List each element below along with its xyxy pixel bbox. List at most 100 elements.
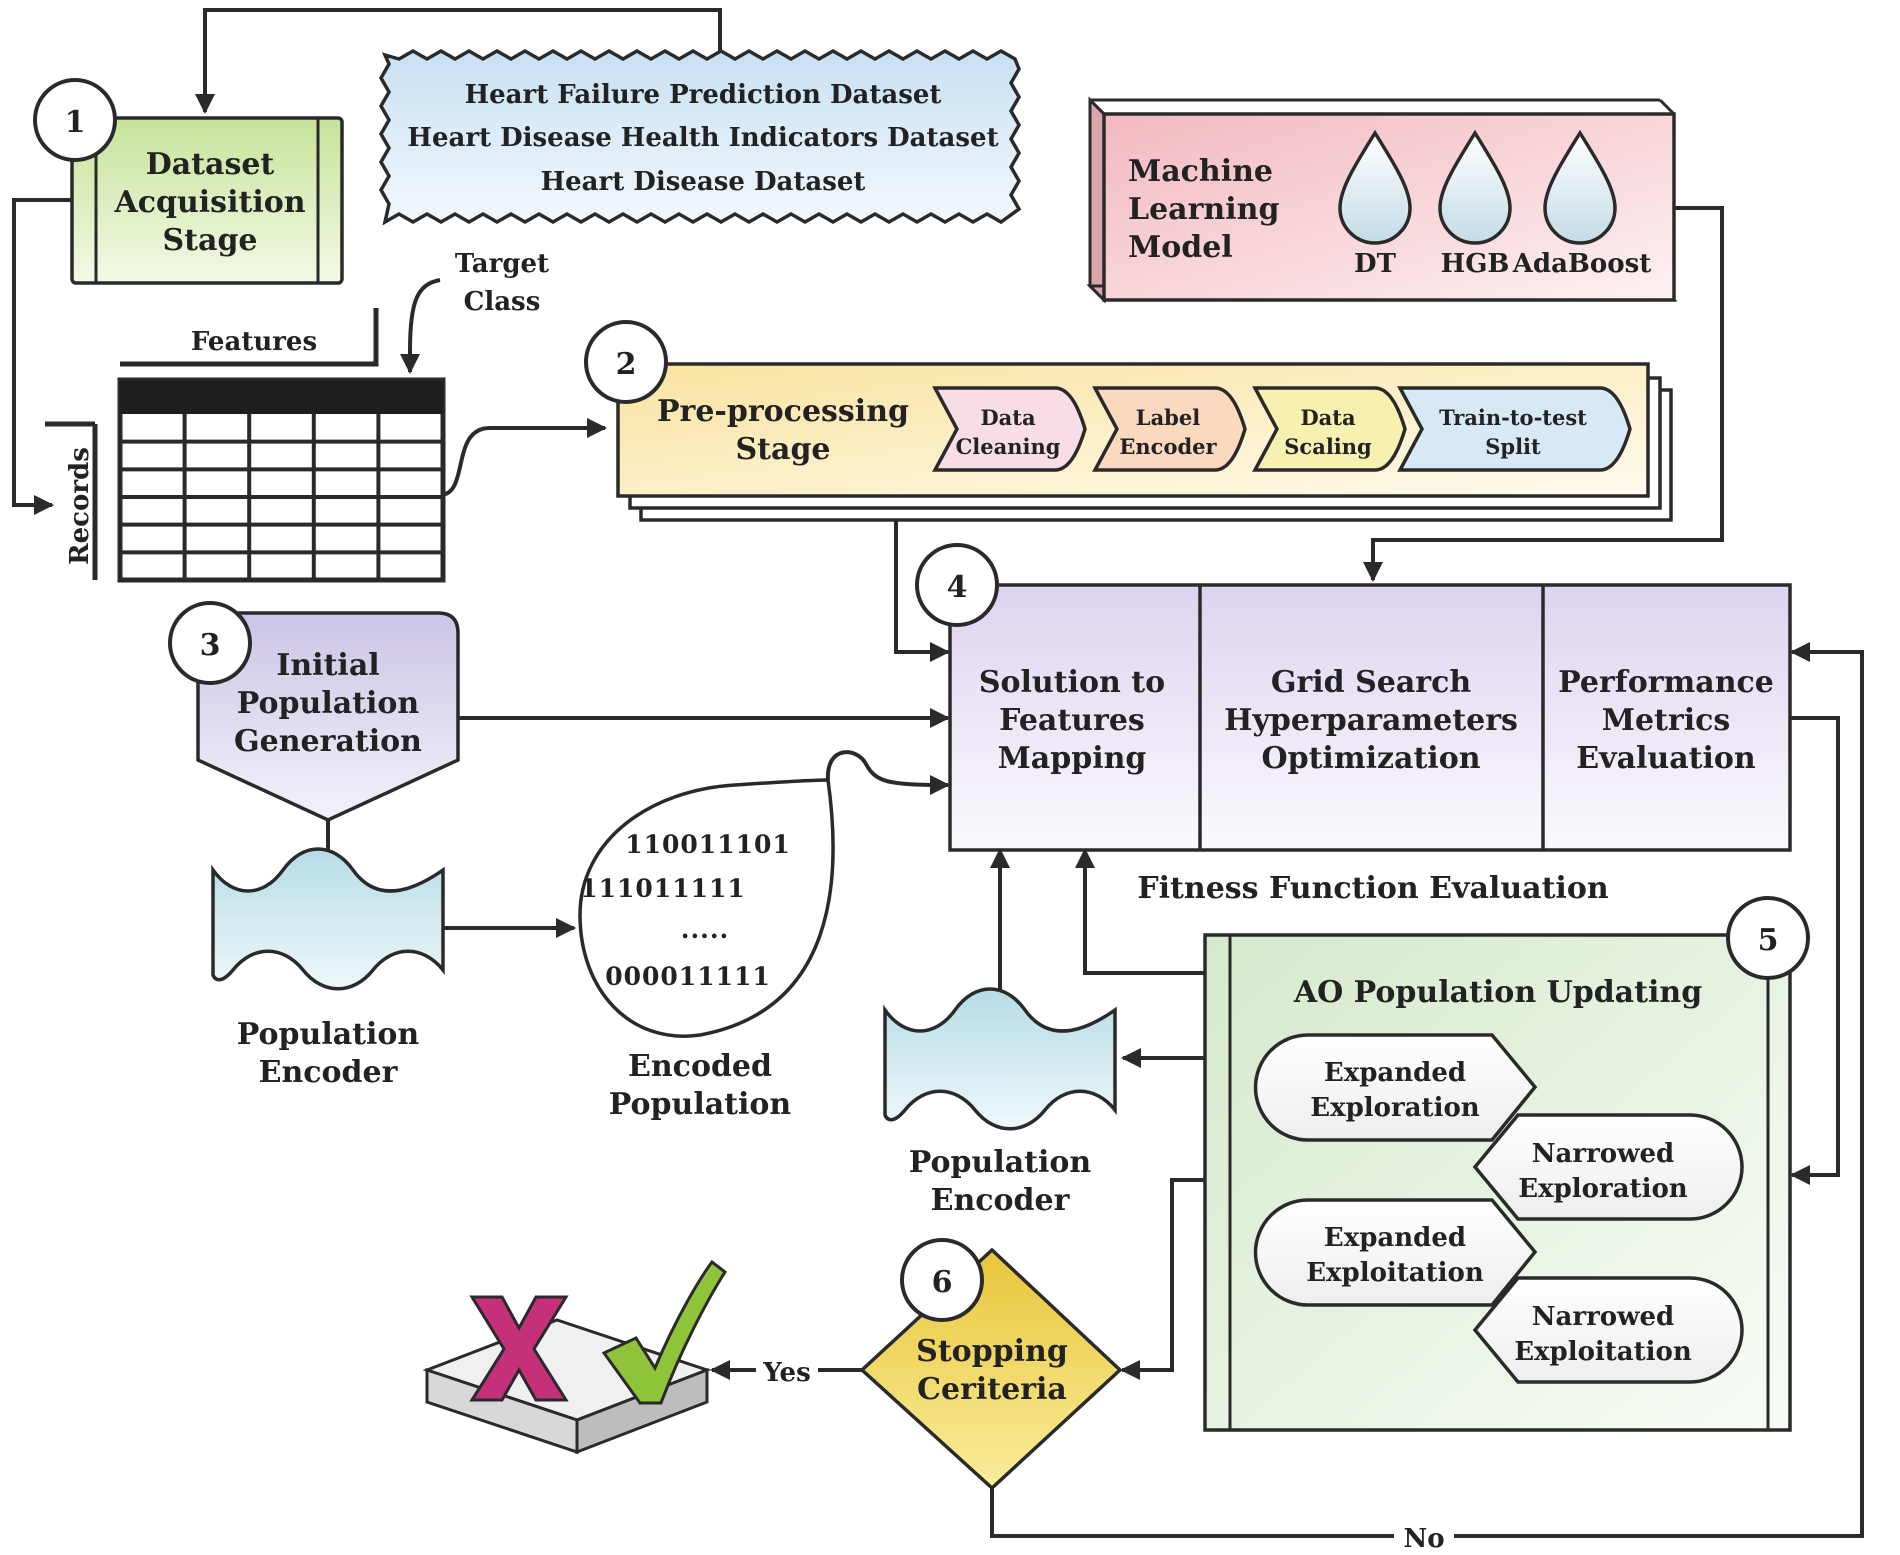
dataset-3: Heart Disease Dataset (541, 167, 866, 197)
result-tile (422, 1259, 727, 1455)
expanded-exploration-line2: Exploration (1310, 1093, 1479, 1123)
stage3-initial-population: Initial Population Generation 3 (168, 601, 460, 822)
arrow-ml-to-stage4 (1363, 206, 1724, 582)
stage2-number: 2 (616, 347, 637, 382)
encoder-left-line1: Population (237, 1017, 420, 1052)
preprocess-step-label: Split (1485, 434, 1541, 459)
preprocess-step-label: Data (980, 405, 1036, 430)
stage2-title-line1: Pre-processing (657, 394, 909, 429)
dt-drop-icon (1338, 129, 1412, 245)
dataset-1: Heart Failure Prediction Dataset (465, 80, 942, 110)
connectors (12, 8, 1864, 1538)
model-adaboost: AdaBoost (1512, 249, 1652, 279)
adaboost-drop-icon (1543, 129, 1617, 245)
preprocess-step-label: Data (1300, 405, 1356, 430)
preprocess-step-label: Scaling (1284, 434, 1372, 459)
model-dt: DT (1354, 249, 1397, 279)
stage4-cell3-line2: Metrics (1602, 703, 1731, 738)
yes-label: Yes (762, 1358, 810, 1388)
ml-title-line3: Model (1128, 230, 1233, 265)
stage4-cell2-line1: Grid Search (1271, 665, 1472, 700)
narrowed-exploration-box (1472, 1113, 1744, 1221)
preprocess-step-shape (1092, 386, 1247, 472)
encoded-bits-3: ..... (681, 915, 730, 944)
check-icon (601, 1259, 727, 1405)
expanded-exploration-box (1253, 1033, 1538, 1142)
cross-icon (469, 1295, 569, 1402)
stage1-dataset-acquisition: Dataset Acquisition Stage 1 (33, 78, 344, 285)
narrowed-exploitation-line2: Exploitation (1514, 1337, 1692, 1367)
narrowed-exploration-line2: Exploration (1518, 1174, 1687, 1204)
stage4-cell3-line1: Performance (1558, 665, 1774, 700)
stage4-fitness-evaluation: Solution to Features Mapping Grid Search… (915, 543, 1792, 906)
table-header (120, 380, 443, 414)
stage3-label-line3: Generation (234, 724, 422, 759)
arrow-no (990, 642, 1864, 1538)
dataset-2: Heart Disease Health Indicators Dataset (407, 123, 998, 153)
preprocess-step-label: Encoder (1119, 434, 1217, 459)
stage4-cell1-line2: Features (999, 703, 1145, 738)
stage4-caption: Fitness Function Evaluation (1137, 871, 1609, 906)
expanded-exploitation-box (1253, 1198, 1538, 1307)
data-table: Features Target Class Records (45, 249, 549, 583)
narrowed-exploitation-box (1472, 1276, 1744, 1384)
stage1-label-line3: Stage (162, 223, 257, 258)
encoder-left-shape (211, 847, 445, 991)
expanded-exploration-line1: Expanded (1324, 1058, 1466, 1088)
encoded-bits-1: 110011101 (625, 830, 791, 859)
stage6-stopping-criteria: Stopping Ceriteria 6 (859, 1238, 1123, 1491)
preprocess-step-label: Train-to-test (1439, 405, 1587, 430)
encoded-population-shape (578, 778, 835, 1038)
stage6-number: 6 (932, 1265, 953, 1300)
stage1-label-line2: Acquisition (113, 185, 305, 220)
arrow-stage2-to-stage4 (894, 518, 950, 662)
encoded-label-line1: Encoded (628, 1049, 772, 1084)
stage1-label-line1: Dataset (146, 147, 275, 182)
arrow-table-to-stage2 (439, 418, 607, 497)
encoder-middle-line2: Encoder (931, 1183, 1071, 1218)
hgb-drop-icon (1438, 129, 1512, 245)
stage3-number: 3 (200, 628, 221, 663)
arrow-stage5-to-stage6 (1120, 1178, 1205, 1380)
stage2-title-line2: Stage (735, 432, 830, 467)
encoder-left-line2: Encoder (259, 1055, 399, 1090)
datasets-banner: Heart Failure Prediction Dataset Heart D… (378, 48, 1022, 226)
stage3-label-line1: Initial (276, 648, 379, 683)
expanded-exploitation-line1: Expanded (1324, 1223, 1466, 1253)
encoded-population: 110011101 111011111 ..... 000011111 Enco… (578, 778, 835, 1122)
table-grid (117, 377, 446, 583)
model-hgb: HGB (1441, 249, 1510, 279)
no-label: No (1403, 1524, 1444, 1554)
preprocess-step-shape (1252, 386, 1407, 472)
target-class-pointer (400, 278, 441, 374)
narrowed-exploration-line1: Narrowed (1532, 1139, 1674, 1169)
records-label: Records (65, 447, 95, 565)
arrow-stage4-to-stage5 (1790, 716, 1840, 1185)
stage3-label-line2: Population (237, 686, 420, 721)
stage6-label-line2: Ceriteria (917, 1372, 1067, 1407)
stage2-preprocessing: Pre-processing Stage DataCleaningLabelEn… (584, 320, 1673, 522)
stage4-number: 4 (947, 570, 968, 605)
stage4-cell2-line2: Hyperparameters (1224, 703, 1518, 738)
preprocess-step-shape (932, 386, 1087, 472)
stage4-cell1-line1: Solution to (979, 665, 1165, 700)
stage5-ao-population-updating: AO Population Updating Expanded Explorat… (1203, 896, 1810, 1432)
narrowed-exploitation-line1: Narrowed (1532, 1302, 1674, 1332)
machine-learning-model: Machine Learning Model DT HGB AdaBoost (1086, 96, 1678, 304)
encoder-middle-shape (883, 987, 1117, 1131)
expanded-exploitation-line2: Exploitation (1306, 1258, 1484, 1288)
preprocess-step-shape (1397, 386, 1632, 472)
stage4-cell2-line3: Optimization (1261, 741, 1480, 776)
stage5-number: 5 (1758, 923, 1779, 958)
preprocess-step-label: Cleaning (956, 434, 1061, 459)
target-class-line2: Class (464, 287, 541, 317)
stage6-label-line1: Stopping (916, 1334, 1068, 1369)
stage4-cell3-line3: Evaluation (1576, 741, 1756, 776)
arrow-stage1-to-table (12, 198, 72, 515)
arrow-encoded-to-stage4 (825, 750, 950, 795)
